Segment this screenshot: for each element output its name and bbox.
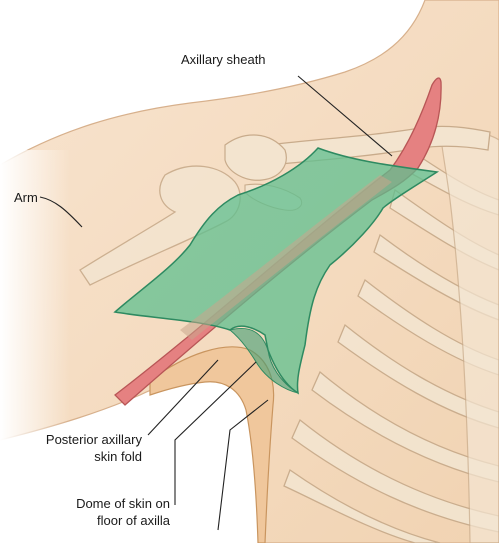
label-dome-line2: floor of axilla — [20, 513, 170, 529]
label-arm: Arm — [14, 190, 38, 206]
label-axillary-sheath: Axillary sheath — [181, 52, 266, 68]
label-posterior-fold-line2: skin fold — [12, 449, 142, 465]
label-dome-line1: Dome of skin on — [20, 496, 170, 512]
label-posterior-fold-line1: Posterior axillary — [12, 432, 142, 448]
